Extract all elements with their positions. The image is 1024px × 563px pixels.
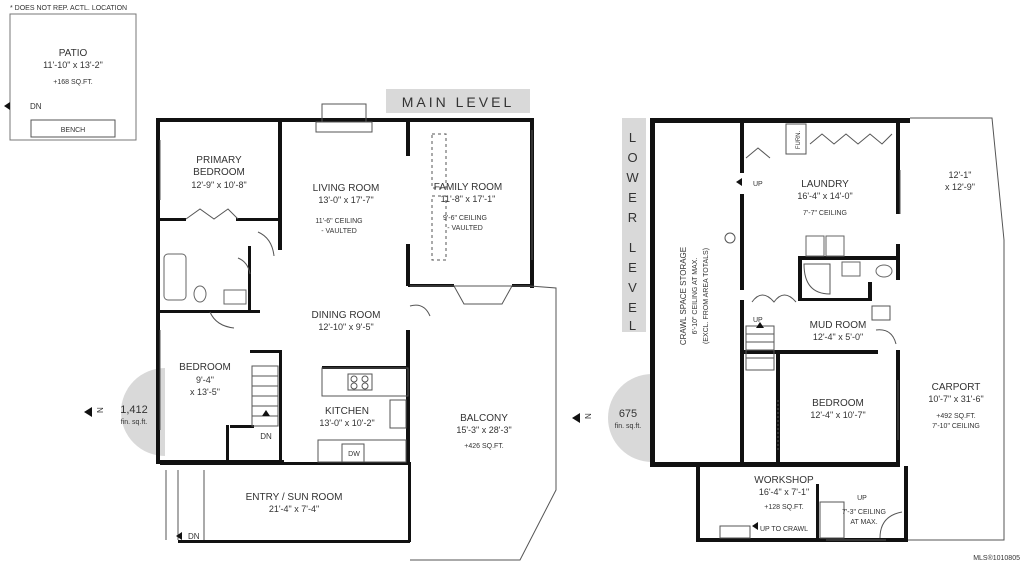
family-room-label: FAMILY ROOM xyxy=(434,182,503,193)
main-area-value: 1,412 xyxy=(120,404,148,416)
bedroom-dims-2: x 13'-5" xyxy=(190,387,220,397)
crawl-space-label: CRAWL SPACE STORAGE xyxy=(679,247,688,345)
kitchen-label: KITCHEN xyxy=(325,406,369,417)
patio-dn-arrow-icon xyxy=(4,102,10,110)
lower-level-details xyxy=(719,117,1005,541)
workshop-ceiling-2: AT MAX. xyxy=(850,519,877,526)
lower-north-label: N xyxy=(584,413,593,419)
patio-dims: 11'-10" x 13'-2" xyxy=(43,60,103,70)
workshop-up-label: UP xyxy=(857,495,867,502)
balcony-label: BALCONY xyxy=(460,413,508,424)
laundry-label: LAUNDRY xyxy=(801,179,849,190)
kitchen-dims: 13'-0" x 10'-2" xyxy=(319,418,374,428)
living-room-ceiling-1: 11'-6" CEILING xyxy=(315,218,362,225)
family-room-dims: 11'-8" x 17'-1" xyxy=(441,194,496,204)
balcony-area: +426 SQ.FT. xyxy=(464,443,504,450)
entry-dims: 21'-4" x 7'-4" xyxy=(269,504,319,514)
bedroom-dims-1: 9'-4" xyxy=(196,375,214,385)
main-level-details xyxy=(159,103,557,561)
lower-north-arrow-icon xyxy=(572,413,580,423)
lower-banner-L1: L xyxy=(629,130,639,145)
lower-level-banner: L O W E R L E V E L xyxy=(622,118,646,333)
lower-banner-E3: E xyxy=(628,300,640,315)
stairs-dn-label: DN xyxy=(260,432,272,441)
main-stairs-arrow-icon xyxy=(262,410,270,416)
deck-dims-2: x 12'-9" xyxy=(945,182,975,192)
bench-label: BENCH xyxy=(61,127,86,134)
deck-dims-1: 12'-1" xyxy=(949,170,972,180)
patio-label: PATIO xyxy=(59,48,88,59)
dining-room-dims: 12'-10" x 9'-5" xyxy=(318,322,373,332)
patio-block: PATIO 11'-10" x 13'-2" +168 SQ.FT. BENCH… xyxy=(4,13,137,141)
crawl-space-note: (EXCL. FROM AREA TOTALS) xyxy=(703,248,710,344)
lower-bedroom-label: BEDROOM xyxy=(812,398,864,409)
main-area-unit: fin. sq.ft. xyxy=(121,419,148,426)
carport-dims: 10'-7" x 31'-6" xyxy=(928,394,983,404)
laundry-up-arrow-icon xyxy=(736,178,742,186)
laundry-up-label: UP xyxy=(753,181,763,188)
primary-bedroom-dims: 12'-9" x 10'-8" xyxy=(191,180,246,190)
main-north-arrow-icon xyxy=(84,407,92,417)
lower-banner-L3: L xyxy=(629,318,639,333)
laundry-ceiling: 7'-7" CEILING xyxy=(803,210,847,217)
mls-watermark: MLS®1010805 xyxy=(973,554,1020,562)
living-room-label: LIVING ROOM xyxy=(313,183,380,194)
entry-dn-label: DN xyxy=(188,532,200,541)
lower-stairs xyxy=(745,325,775,371)
workshop-ceiling-1: 7'-3" CEILING xyxy=(842,509,886,516)
living-room-ceiling-2: - VAULTED xyxy=(321,228,357,235)
balcony-dims: 15'-3" x 28'-3" xyxy=(456,425,511,435)
carport-area: +492 SQ.FT. xyxy=(936,413,976,420)
up-to-crawl-label: UP TO CRAWL xyxy=(760,526,808,533)
lower-banner-W: W xyxy=(626,170,641,185)
laundry-dims: 16'-4" x 14'-0" xyxy=(797,191,852,201)
carport-label: CARPORT xyxy=(932,382,981,393)
bedroom-label: BEDROOM xyxy=(179,362,231,373)
primary-bedroom-label-1: PRIMARY xyxy=(196,155,242,166)
crawl-space-ceiling: 6'-10" CEILING AT MAX. xyxy=(692,258,699,335)
main-level-banner: MAIN LEVEL xyxy=(386,89,530,113)
lower-stairs-arrow-icon xyxy=(756,322,764,328)
workshop-label: WORKSHOP xyxy=(754,475,814,486)
lower-banner-E1: E xyxy=(628,190,640,205)
lower-banner-V: V xyxy=(628,280,640,295)
lower-area-unit: fin. sq.ft. xyxy=(615,423,642,430)
lower-level-labels: CRAWL SPACE STORAGE 6'-10" CEILING AT MA… xyxy=(679,131,984,533)
lower-level-walls xyxy=(650,118,910,542)
main-north-label: N xyxy=(96,407,105,413)
workshop-area: +128 SQ.FT. xyxy=(764,504,804,511)
primary-bedroom-label-2: BEDROOM xyxy=(193,167,245,178)
lower-bedroom-dims: 12'-4" x 10'-7" xyxy=(810,410,865,420)
main-stairs xyxy=(251,365,279,427)
dining-room-label: DINING ROOM xyxy=(312,310,381,321)
furnace-label: FURN. xyxy=(796,131,802,150)
mudroom-dims: 12'-4" x 5'-0" xyxy=(813,332,863,342)
family-room-ceiling-2: - VAULTED xyxy=(447,225,483,232)
patio-dn-label: DN xyxy=(30,102,42,111)
lower-area-badge: N 675 fin. sq.ft. xyxy=(572,374,652,462)
carport-ceiling: 7'-10" CEILING xyxy=(932,423,980,430)
living-room-dims: 13'-0" x 17'-7" xyxy=(318,195,373,205)
lower-banner-R: R xyxy=(628,210,640,225)
location-note: * DOES NOT REP. ACTL. LOCATION xyxy=(10,5,127,12)
main-area-badge: N 1,412 fin. sq.ft. xyxy=(84,368,165,456)
lower-banner-L2: L xyxy=(629,240,639,255)
patio-area: +168 SQ.FT. xyxy=(53,79,93,86)
main-level-title: MAIN LEVEL xyxy=(402,94,514,110)
dishwasher-label: DW xyxy=(348,451,360,458)
entry-dn-arrow-icon xyxy=(176,532,182,540)
entry-label: ENTRY / SUN ROOM xyxy=(246,492,343,503)
family-room-ceiling-1: 9'-6" CEILING xyxy=(443,215,487,222)
lower-banner-O: O xyxy=(627,150,640,165)
main-level-labels: PRIMARY BEDROOM 12'-9" x 10'-8" LIVING R… xyxy=(176,155,512,541)
workshop-up-arrow-icon xyxy=(752,522,758,530)
mudroom-up-label: UP xyxy=(753,317,763,324)
mudroom-label: MUD ROOM xyxy=(810,320,867,331)
workshop-dims: 16'-4" x 7'-1" xyxy=(759,487,809,497)
lower-area-value: 675 xyxy=(619,408,637,420)
lower-banner-E2: E xyxy=(628,260,640,275)
